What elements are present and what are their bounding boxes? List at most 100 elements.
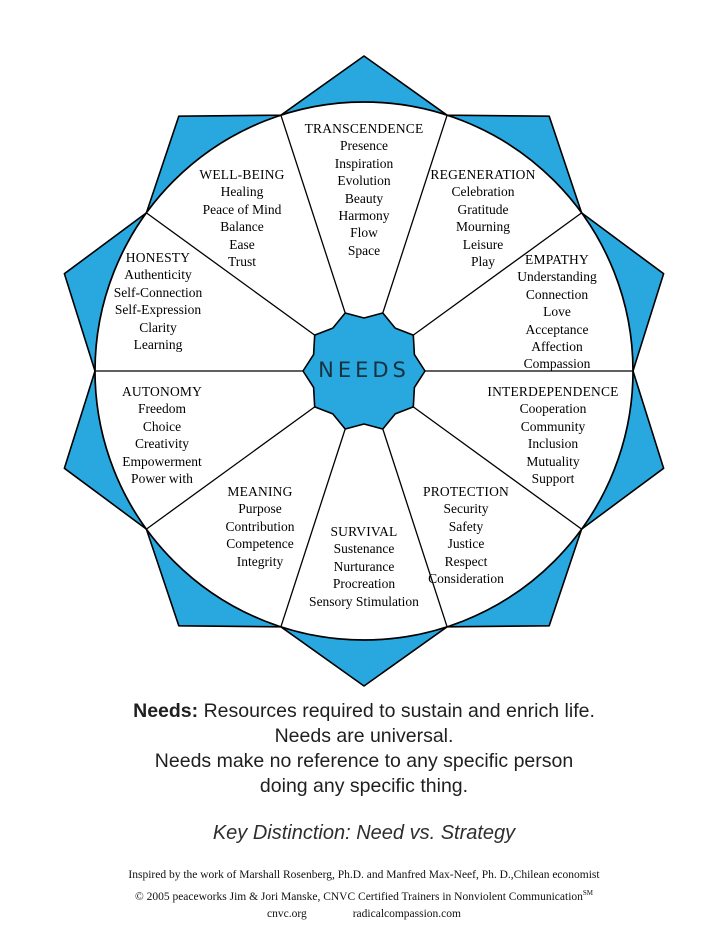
need-item: Acceptance (525, 321, 589, 337)
need-item: Creativity (134, 436, 189, 452)
footer-credits: Inspired by the work of Marshall Rosenbe… (128, 867, 599, 923)
sector-divider-line (146, 406, 316, 530)
sector-title: PROTECTION (423, 484, 509, 499)
sector-divider-lines (95, 114, 633, 628)
link-cnvc: cnvc.org (267, 907, 307, 920)
need-item: Harmony (338, 208, 390, 224)
need-item: Empowerment (122, 453, 202, 469)
need-item: Evolution (337, 173, 391, 189)
sector-title: EMPATHY (525, 252, 589, 267)
sector-title: AUTONOMY (121, 384, 203, 399)
need-item: Competence (226, 536, 294, 552)
need-item: Beauty (344, 190, 384, 206)
need-item: Presence (340, 138, 388, 154)
need-item: Trust (227, 254, 257, 270)
need-item: Sensory Stimulation (309, 593, 419, 609)
credit-line-2: © 2005 peaceworks Jim & Jori Manske, CNV… (134, 888, 594, 903)
need-item: Inclusion (527, 436, 579, 452)
need-item: Love (543, 304, 571, 320)
sector-divider-line (412, 406, 582, 530)
sector-title: HONESTY (125, 250, 191, 265)
need-item: Consideration (428, 571, 504, 587)
need-item: Sustenance (333, 541, 395, 557)
need-item: Security (443, 501, 489, 517)
need-item: Respect (444, 553, 488, 569)
need-item: Learning (133, 337, 183, 353)
need-item: Support (531, 471, 575, 487)
definition-line-1: Needs: Resources required to sustain and… (133, 700, 595, 722)
definition-line-4: doing any specific thing. (259, 775, 469, 797)
sector-divider-line (382, 114, 448, 314)
sector-title: WELL-BEING (199, 167, 285, 182)
need-item: Cooperation (519, 401, 587, 417)
sector-title: REGENERATION (430, 167, 536, 182)
need-item: Gratitude (457, 201, 509, 217)
sector-title: SURVIVAL (330, 524, 398, 539)
need-item: Inspiration (334, 155, 394, 171)
need-item: Balance (220, 219, 264, 235)
need-item: Choice (142, 418, 182, 434)
need-item: Justice (447, 536, 485, 552)
need-item: Clarity (139, 319, 177, 335)
sector-divider-line (146, 212, 316, 336)
center-needs-label: NEEDS (318, 358, 410, 383)
need-item: Integrity (236, 553, 284, 569)
sector-divider-line (382, 428, 448, 628)
sector-title: INTERDEPENDENCE (487, 384, 619, 399)
need-item: Freedom (137, 401, 186, 417)
need-item: Leisure (462, 236, 504, 252)
sector-divider-line (280, 428, 346, 628)
need-item: Healing (220, 184, 264, 200)
definition-lead: Needs: (133, 700, 199, 722)
center-decagon (302, 312, 426, 430)
link-radicalcompassion: radicalcompassion.com (352, 907, 461, 920)
need-item: Self-Connection (113, 284, 203, 300)
need-item: Flow (350, 225, 378, 241)
service-mark: SM (582, 888, 594, 897)
need-item: Play (470, 254, 496, 270)
need-item: Celebration (451, 184, 515, 200)
need-item: Peace of Mind (202, 201, 282, 217)
definition-line-3: Needs make no reference to any specific … (154, 750, 574, 772)
need-item: Space (347, 242, 381, 258)
need-item: Safety (448, 518, 484, 534)
need-item: Mourning (455, 219, 510, 235)
need-item: Mutuality (526, 453, 580, 469)
need-item: Power with (131, 471, 193, 487)
need-item: Purpose (238, 501, 282, 517)
sector-title: TRANSCENDENCE (304, 121, 424, 136)
sector-divider-line (280, 114, 346, 314)
sector-title: MEANING (227, 484, 293, 499)
need-item: Procreation (332, 576, 396, 592)
need-item: Affection (531, 339, 583, 355)
sector-divider-line (412, 212, 582, 336)
needs-definition: Needs: Resources required to sustain and… (14, 699, 714, 799)
key-distinction: Key Distinction: Need vs. Strategy (212, 822, 516, 844)
need-item: Ease (229, 236, 255, 252)
need-item: Nurturance (333, 558, 395, 574)
need-item: Compassion (523, 356, 591, 372)
definition-line-2: Needs are universal. (274, 725, 454, 747)
need-item: Community (520, 418, 586, 434)
need-item: Understanding (517, 269, 597, 285)
